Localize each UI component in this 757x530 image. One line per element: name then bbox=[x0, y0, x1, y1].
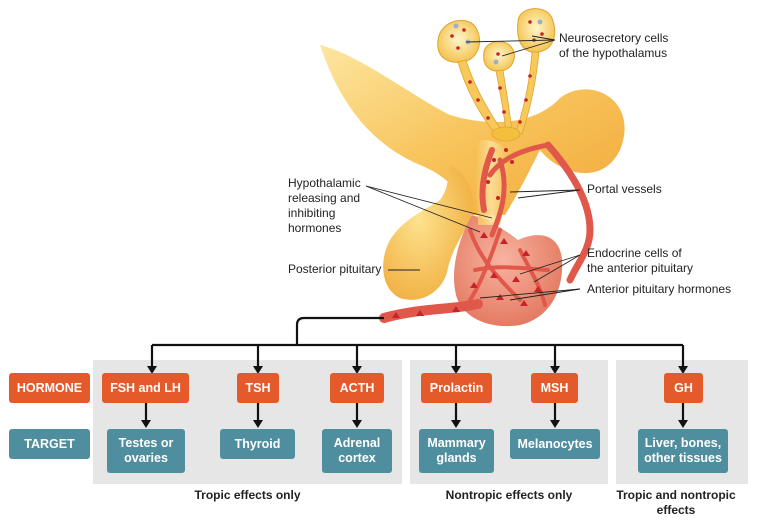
hormone-box-acth: ACTH bbox=[330, 373, 384, 403]
hormone-box-prolactin: Prolactin bbox=[421, 373, 492, 403]
portal-vessels-label: Portal vessels bbox=[587, 182, 662, 196]
neurosecretory-label-line-2: of the hypothalamus bbox=[559, 46, 668, 60]
hormone-box-tsh: TSH bbox=[237, 373, 279, 403]
hypothalamic-label-line-1: Hypothalamic bbox=[288, 176, 361, 190]
target-box-testes-ovaries: Testes or ovaries bbox=[107, 429, 185, 473]
target-row-label: TARGET bbox=[9, 429, 90, 459]
target-box-adrenal-cortex: Adrenal cortex bbox=[322, 429, 392, 473]
endocrine-label-line-1: Endocrine cells of bbox=[587, 246, 682, 260]
neurosecretory-cells-label: Neurosecretory cells of the hypothalamus bbox=[559, 31, 668, 61]
arrowheads bbox=[141, 366, 688, 428]
hypothalamic-label-line-3: inhibiting bbox=[288, 206, 336, 220]
hormone-box-fsh-lh: FSH and LH bbox=[102, 373, 189, 403]
target-box-melanocytes: Melanocytes bbox=[510, 429, 600, 459]
hormone-row-label: HORMONE bbox=[9, 373, 90, 403]
neurosecretory-label-line-1: Neurosecretory cells bbox=[559, 31, 669, 45]
portal-vessels bbox=[379, 141, 594, 323]
hypothalamic-hormones-label: Hypothalamic releasing and inhibiting ho… bbox=[288, 176, 361, 236]
group-label-tropic: Tropic effects only bbox=[194, 488, 301, 502]
endocrine-cells-label: Endocrine cells of the anterior pituitar… bbox=[587, 246, 693, 276]
target-box-thyroid: Thyroid bbox=[220, 429, 295, 459]
posterior-pituitary bbox=[383, 165, 474, 300]
hormone-granules bbox=[392, 148, 542, 318]
anterior-pituitary-hormones-label: Anterior pituitary hormones bbox=[587, 282, 732, 296]
target-box-liver-bones: Liver, bones, other tissues bbox=[638, 429, 728, 473]
hormone-box-gh: GH bbox=[664, 373, 703, 403]
hormone-box-msh: MSH bbox=[531, 373, 578, 403]
distribution-arrows bbox=[144, 316, 685, 422]
neurosecretory-cells bbox=[437, 8, 556, 142]
hypothalamus-tissue bbox=[320, 45, 625, 215]
hypothalamic-label-line-2: releasing and bbox=[288, 191, 361, 205]
group-label-nontropic: Nontropic effects only bbox=[445, 488, 573, 502]
callout-leaders bbox=[365, 35, 581, 301]
posterior-pituitary-label: Posterior pituitary bbox=[288, 262, 382, 276]
target-box-mammary-glands: Mammary glands bbox=[419, 429, 494, 473]
hypothalamic-label-line-4: hormones bbox=[288, 221, 342, 235]
group-label-tropic-nontropic: Tropic and nontropic effects bbox=[616, 488, 736, 517]
endocrine-label-line-2: the anterior pituitary bbox=[587, 261, 694, 275]
